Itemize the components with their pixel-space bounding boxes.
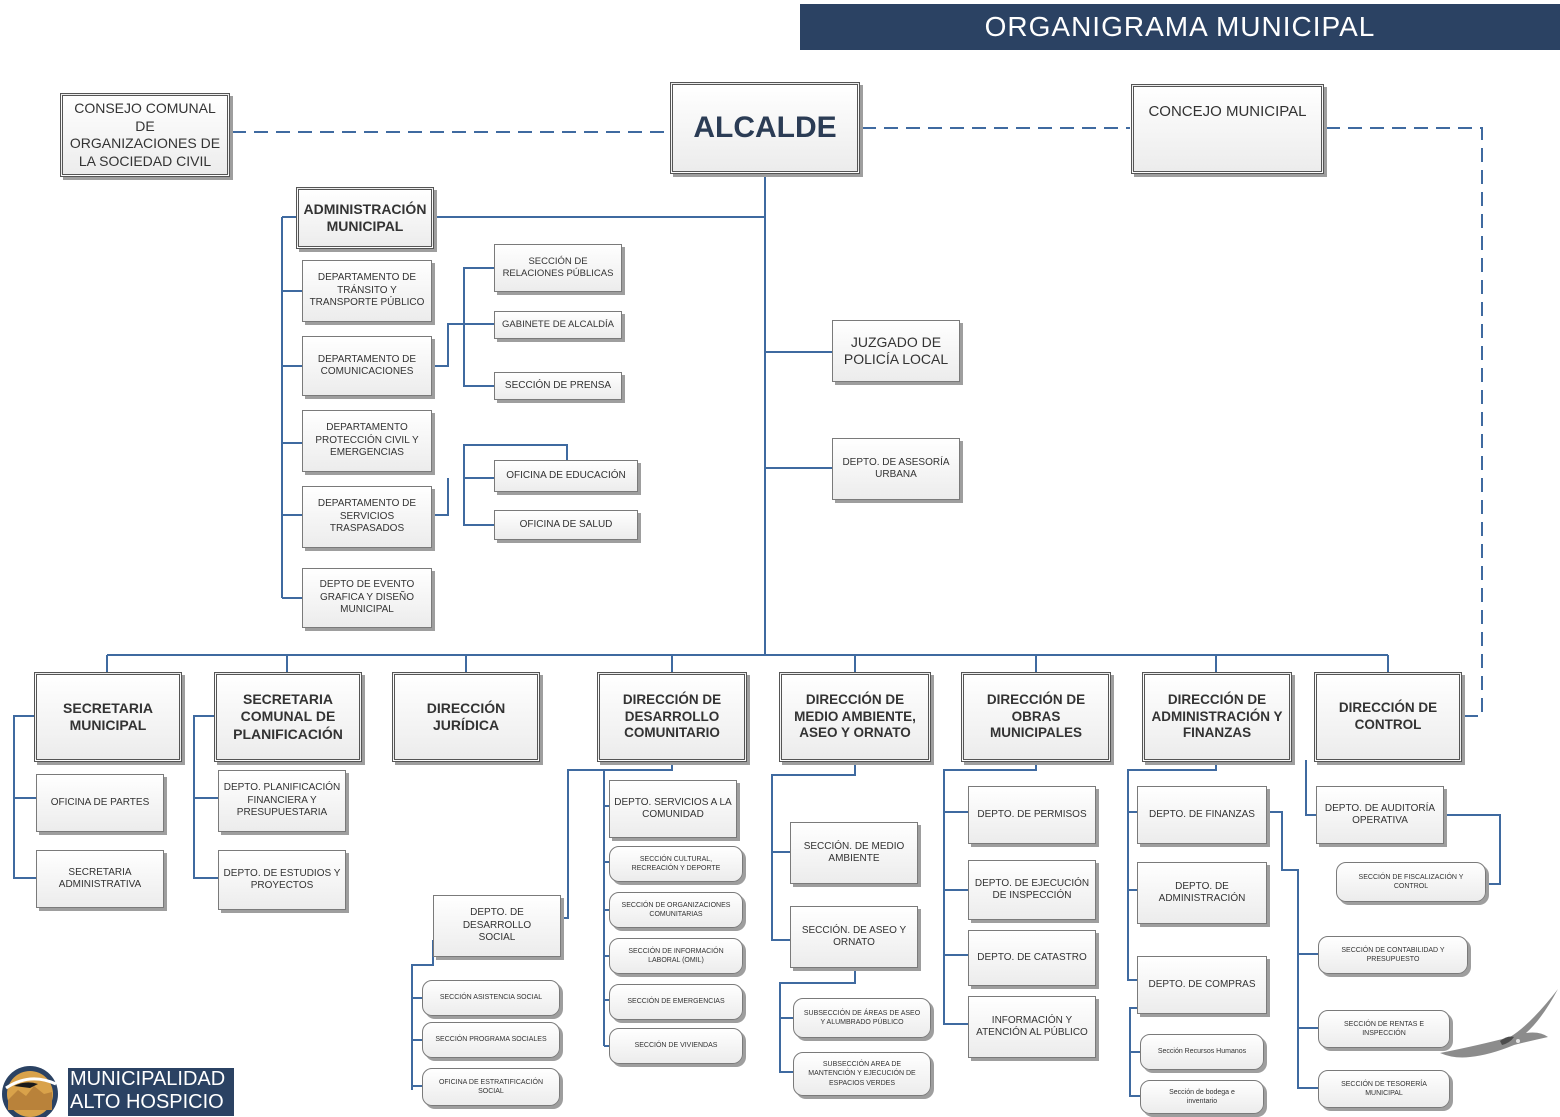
informacion-atencion-publico-box: INFORMACIÓN Y ATENCIÓN AL PÚBLICO [968, 996, 1096, 1058]
direccion-obras-municipales-box: DIRECCIÓN DE OBRAS MUNICIPALES [961, 672, 1111, 762]
consejo-comunal-box: CONSEJO COMUNAL DE ORGANIZACIONES DE LA … [60, 93, 230, 177]
seccion-asistencia-social-box: SECCIÓN ASISTENCIA SOCIAL [422, 980, 560, 1016]
secretaria-planificacion-box: SECRETARIA COMUNAL DE PLANIFICACIÓN [214, 672, 362, 762]
seccion-prensa-box: SECCIÓN DE PRENSA [494, 372, 622, 400]
logo-line-1: MUNICIPALIDAD [70, 1068, 226, 1090]
oficina-educacion-box: OFICINA DE EDUCACIÓN [494, 460, 638, 492]
depto-auditoria-operativa-box: DEPTO. DE AUDITORÍA OPERATIVA [1316, 786, 1444, 844]
seccion-programas-sociales-box: SECCIÓN PROGRAMA SOCIALES [422, 1022, 560, 1058]
seccion-aseo-ornato-box: SECCIÓN. DE ASEO Y ORNATO [790, 906, 918, 968]
seccion-viviendas-box: SECCIÓN DE VIVIENDAS [609, 1028, 743, 1064]
depto-asesoria-urbana-box: DEPTO. DE ASESORÍA URBANA [832, 438, 960, 500]
seccion-cultural-box: SECCIÓN CULTURAL, RECREACIÓN Y DEPORTE [609, 846, 743, 882]
depto-catastro-box: DEPTO. DE CATASTRO [968, 930, 1096, 986]
subseccion-areas-aseo-box: SUBSECCIÓN DE ÁREAS DE ASEO Y ALUMBRADO … [793, 998, 931, 1038]
gabinete-alcaldia-box: GABINETE DE ALCALDÍA [494, 311, 622, 339]
subseccion-espacios-verdes-box: SUBSECCIÓN AREA DE MANTENCIÓN Y EJECUCIÓ… [793, 1052, 931, 1096]
seccion-informacion-laboral-box: SECCIÓN DE INFORMACIÓN LABORAL (OMIL) [609, 938, 743, 974]
direccion-medio-ambiente-box: DIRECCIÓN DE MEDIO AMBIENTE, ASEO Y ORNA… [779, 672, 931, 762]
juzgado-policia-local-box: JUZGADO DE POLICÍA LOCAL [832, 320, 960, 382]
municipality-logo-icon [2, 1066, 58, 1117]
direccion-desarrollo-comunitario-box: DIRECCIÓN DE DESARROLLO COMUNITARIO [597, 672, 747, 762]
seccion-emergencias-box: SECCIÓN DE EMERGENCIAS [609, 984, 743, 1020]
alcalde-box: ALCALDE [670, 82, 860, 174]
depto-administracion-box: DEPTO. DE ADMINISTRACIÓN [1137, 862, 1267, 924]
depto-planificacion-financiera-box: DEPTO. PLANIFICACIÓN FINANCIERA Y PRESUP… [218, 770, 346, 832]
seccion-contabilidad-box: SECCIÓN DE CONTABILIDAD Y PRESUPUESTO [1318, 936, 1468, 974]
seccion-recursos-humanos-box: Sección Recursos Humanos [1140, 1034, 1264, 1070]
municipality-logo-text: MUNICIPALIDAD ALTO HOSPICIO [68, 1068, 234, 1116]
depto-compras-box: DEPTO. DE COMPRAS [1137, 956, 1267, 1014]
page-title: ORGANIGRAMA MUNICIPAL [984, 11, 1376, 42]
depto-proteccion-civil-box: DEPARTAMENTO PROTECCIÓN CIVIL Y EMERGENC… [302, 410, 432, 472]
condor-bird-icon [1440, 989, 1558, 1058]
direccion-administracion-finanzas-box: DIRECCIÓN DE ADMINISTRACIÓN Y FINANZAS [1142, 672, 1292, 762]
secretaria-administrativa-box: SECRETARIA ADMINISTRATIVA [36, 850, 164, 908]
depto-comunicaciones-box: DEPARTAMENTO DE COMUNICACIONES [302, 336, 432, 396]
oficina-estratificacion-box: OFICINA DE ESTRATIFICACIÓN SOCIAL [422, 1068, 560, 1106]
seccion-tesoreria-box: SECCIÓN DE TESORERÍA MUNICIPAL [1318, 1070, 1450, 1108]
direccion-juridica-box: DIRECCIÓN JURÍDICA [392, 672, 540, 762]
concejo-municipal-box: CONCEJO MUNICIPAL [1131, 84, 1324, 174]
depto-finanzas-box: DEPTO. DE FINANZAS [1137, 786, 1267, 844]
seccion-organizaciones-box: SECCIÓN DE ORGANIZACIONES COMUNITARIAS [609, 892, 743, 928]
depto-evento-grafica-box: DEPTO DE EVENTO GRAFICA Y DISEÑO MUNICIP… [302, 568, 432, 628]
seccion-rentas-box: SECCIÓN DE RENTAS E INSPECCIÓN [1318, 1010, 1450, 1048]
secretaria-municipal-box: SECRETARIA MUNICIPAL [34, 672, 182, 762]
seccion-bodega-inventario-box: Sección de bodega e inventario [1140, 1080, 1264, 1114]
page-title-banner: ORGANIGRAMA MUNICIPAL [800, 4, 1560, 50]
depto-servicios-traspasados-box: DEPARTAMENTO DE SERVICIOS TRASPASADOS [302, 486, 432, 548]
direccion-control-box: DIRECCIÓN DE CONTROL [1314, 672, 1462, 762]
depto-permisos-box: DEPTO. DE PERMISOS [968, 786, 1096, 844]
administracion-municipal-box: ADMINISTRACIÓN MUNICIPAL [296, 187, 434, 249]
seccion-medio-ambiente-box: SECCIÓN. DE MEDIO AMBIENTE [790, 822, 918, 884]
oficina-partes-box: OFICINA DE PARTES [36, 774, 164, 832]
depto-servicios-comunidad-box: DEPTO. SERVICIOS A LA COMUNIDAD [609, 780, 737, 838]
depto-transito-box: DEPARTAMENTO DE TRÁNSITO Y TRANSPORTE PÚ… [302, 260, 432, 322]
seccion-fiscalizacion-box: SECCIÓN DE FISCALIZACIÓN Y CONTROL [1336, 862, 1486, 902]
oficina-salud-box: OFICINA DE SALUD [494, 510, 638, 540]
seccion-relaciones-publicas-box: SECCIÓN DE RELACIONES PÚBLICAS [494, 244, 622, 292]
depto-estudios-proyectos-box: DEPTO. DE ESTUDIOS Y PROYECTOS [218, 850, 346, 910]
depto-desarrollo-social-box: DEPTO. DE DESARROLLO SOCIAL [433, 895, 561, 957]
depto-ejecucion-inspeccion-box: DEPTO. DE EJECUCIÓN DE INSPECCIÓN [968, 860, 1096, 920]
logo-line-2: ALTO HOSPICIO [70, 1091, 224, 1113]
